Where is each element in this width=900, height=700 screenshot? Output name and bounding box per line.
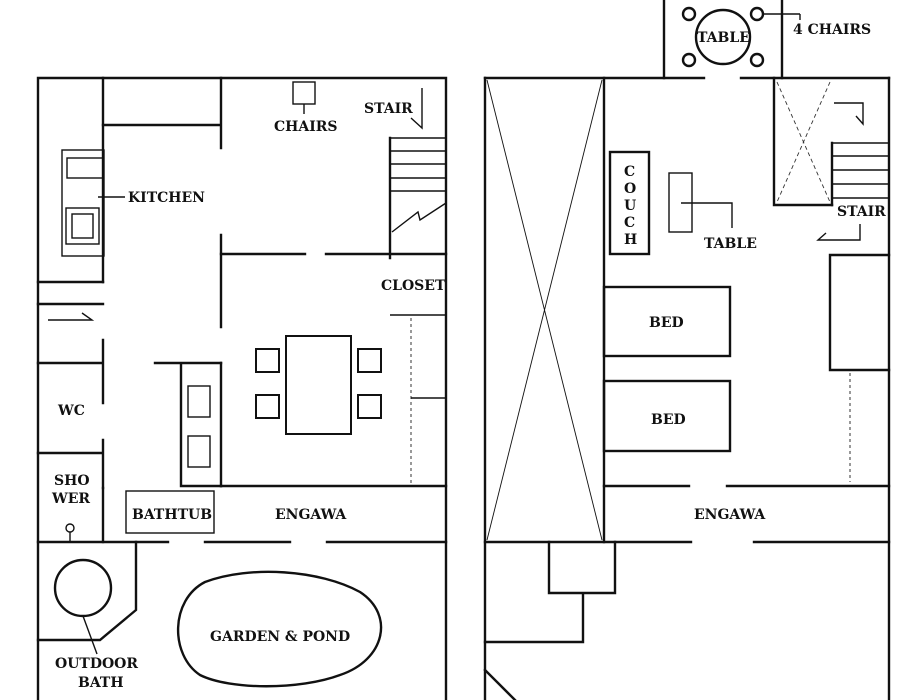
- dining-chair: [255, 348, 280, 373]
- balcony-table-label: TABLE: [697, 30, 750, 46]
- stair-arrow-ground: [410, 88, 423, 130]
- entrance-door-swing: [48, 312, 95, 321]
- dining-chair: [255, 394, 280, 419]
- stove-burner-inner: [71, 213, 94, 239]
- dining-table-ground: [285, 335, 352, 435]
- kitchen-bottom-wall: [36, 280, 105, 306]
- wc-label: WC: [57, 403, 85, 419]
- shower-label-1: SHO: [54, 473, 90, 489]
- outdoor-bath-leader-line: [82, 615, 98, 655]
- couch-letter-c2: C: [624, 215, 635, 231]
- garden-pond: [176, 570, 383, 688]
- table-label: TABLE: [704, 236, 757, 252]
- bathtub: [125, 490, 215, 534]
- stair-arrow-upper-top: [834, 102, 864, 126]
- shower-label-2: WER: [51, 491, 90, 507]
- couch-letter-o: O: [624, 181, 636, 197]
- bed-1-label: BED: [649, 315, 684, 331]
- upper-side-walls: [483, 76, 891, 700]
- void-cross: [486, 79, 603, 541]
- garden-pond-label: GARDEN & POND: [210, 629, 350, 645]
- balcony-table: [694, 8, 752, 66]
- table-leader-line: [681, 202, 733, 228]
- stove-burner-outer: [65, 207, 100, 245]
- stair-label-upper: STAIR: [837, 204, 886, 220]
- wardrobe-upper: [828, 253, 891, 372]
- kitchen-partition-top: [101, 76, 223, 150]
- dining-chair: [357, 394, 382, 419]
- stair-arrow-upper-bottom: [816, 224, 861, 241]
- step-down: [483, 540, 617, 644]
- engawa-label-ground: ENGAWA: [275, 507, 347, 523]
- outdoor-bath-tub: [53, 558, 113, 618]
- couch-letter-c: C: [624, 164, 635, 180]
- couch-letter-u: U: [624, 198, 636, 214]
- chairs-symbol: [292, 81, 316, 105]
- stair-enclosure-upper: [772, 76, 834, 207]
- upper-bottom-diagonal: [483, 668, 517, 700]
- stove: [61, 149, 105, 257]
- balcony-outline: [662, 0, 784, 80]
- bathroom-walls: [153, 361, 223, 488]
- couch: [608, 150, 651, 256]
- stair-label-ground: STAIR: [364, 101, 413, 117]
- chairs-label: CHAIRS: [274, 119, 338, 135]
- ground-floor-plan: KITCHEN CHAIRS STAIR CLOSET: [36, 76, 448, 700]
- ground-outer-wall: [36, 76, 448, 700]
- stair-void-cross: [776, 81, 831, 203]
- balcony-chair: [749, 52, 765, 68]
- upper-floor-plan: TABLE 4 CHAIRS C O U C H TABLE: [483, 0, 891, 700]
- stair-break-line: [391, 202, 447, 233]
- balcony-chair: [681, 6, 697, 22]
- shower-head: [65, 523, 75, 533]
- balcony-chair: [681, 52, 697, 68]
- bed-2: [602, 379, 732, 453]
- outdoor-bath-enclosure: [36, 540, 138, 642]
- stair-treads-upper: [832, 142, 889, 199]
- four-chairs-label: 4 CHAIRS: [793, 22, 871, 38]
- wc-walls: [36, 338, 105, 490]
- dining-chair: [357, 348, 382, 373]
- engawa-label-upper: ENGAWA: [694, 507, 766, 523]
- sink: [66, 157, 104, 179]
- bed-1: [602, 285, 732, 358]
- kitchen-label: KITCHEN: [128, 190, 205, 206]
- couch-letter-h: H: [624, 232, 637, 248]
- balcony-chair: [749, 6, 765, 22]
- closet-label: CLOSET: [381, 278, 446, 294]
- outdoor-bath-label-2: BATH: [78, 675, 124, 691]
- bathtub-label: BATHTUB: [132, 507, 212, 523]
- outdoor-bath-label-1: OUTDOOR: [55, 656, 138, 672]
- bed-2-label: BED: [651, 412, 686, 428]
- bath-fixture: [187, 435, 211, 468]
- stair-treads-ground: [390, 137, 446, 192]
- bath-fixture: [187, 385, 211, 418]
